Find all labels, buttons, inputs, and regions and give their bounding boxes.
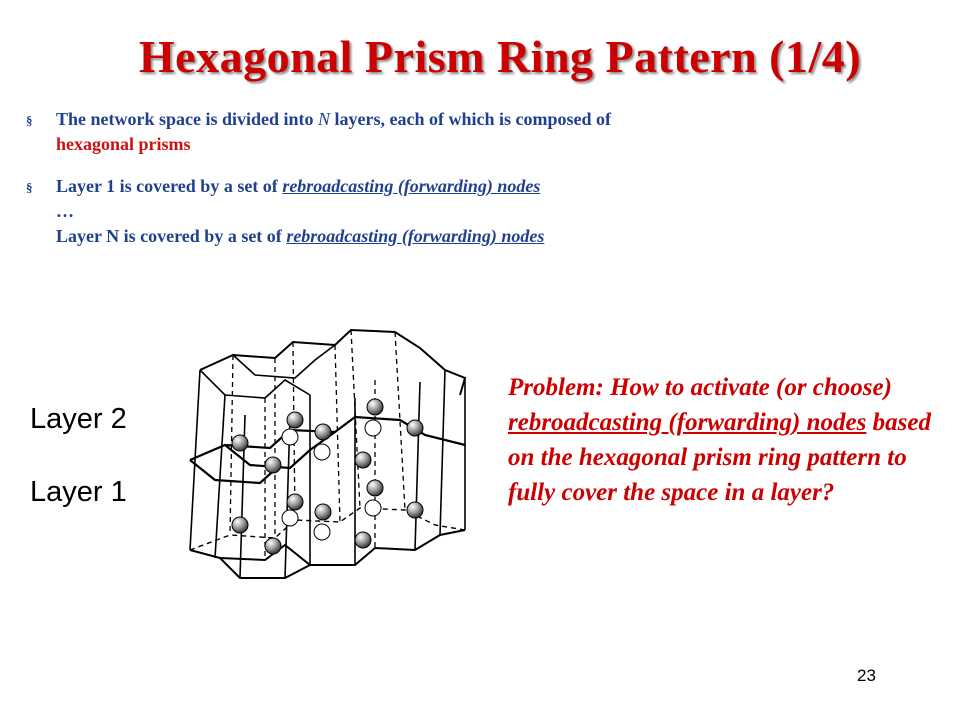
layer1-nodes [231,479,424,555]
bullet1-hexagonal-prisms: hexagonal prisms [56,134,191,154]
layer-boundary-front [189,459,281,485]
page-number: 23 [857,666,876,685]
node-inactive [281,428,299,446]
node-active [231,516,249,534]
layer-boundary-mid [224,431,336,470]
node-active [366,398,384,416]
top-hex-inner [232,344,336,379]
bullet1-text-part1: The network space is divided into [56,109,319,129]
bullet2-ellipsis: … [56,201,74,221]
node-active [286,411,304,429]
problem-link[interactable]: rebroadcasting (forwarding) nodes [508,409,867,436]
node-active [314,423,332,441]
bullet2-line1-link[interactable]: rebroadcasting (forwarding) nodes [282,176,541,196]
bottom-hex-front2 [219,557,311,579]
node-active [406,419,424,437]
node-active [314,503,332,521]
node-active [354,531,372,549]
top-hex-outline [199,328,467,396]
layer2-label: Layer 2 [30,403,127,435]
hexagonal-prism-figure [189,328,467,579]
node-active [264,456,282,474]
node-inactive [313,443,331,461]
node-active [366,479,384,497]
bullet-marker-icon: § [26,113,33,128]
bullet2-line1-prefix: Layer 1 is covered by a set of [56,176,283,196]
node-active [286,493,304,511]
node-active [264,537,282,555]
bullet1-n: N [318,109,331,129]
bullet-list: § The network space is divided into N la… [22,107,922,266]
node-inactive [281,509,299,527]
layer1-label: Layer 1 [30,476,127,508]
layer2-nodes [231,398,424,474]
slide-title: Hexagonal Prism Ring Pattern (1/4) [138,31,862,82]
bullet2-line3-link[interactable]: rebroadcasting (forwarding) nodes [286,226,545,246]
bottom-hex-front [189,529,466,566]
node-inactive [364,499,382,517]
problem-statement: Problem: How to activate (or choose) reb… [508,370,948,510]
node-inactive [364,419,382,437]
node-active [354,451,372,469]
bullet1-text-part2: layers, each of which is composed of [330,109,612,129]
node-active [406,501,424,519]
bottom-hex-back [189,507,466,551]
problem-part2: based on the hexagonal prism ring patter… [508,409,931,506]
bullet-marker-icon: § [26,180,33,195]
bullet-layer-coverage: § Layer 1 is covered by a set of rebroad… [22,174,922,249]
node-inactive [313,523,331,541]
node-active [231,434,249,452]
problem-part1: Problem: How to activate (or choose) [508,374,892,401]
bullet-network-space: § The network space is divided into N la… [22,107,922,157]
bullet2-line3-prefix: Layer N is covered by a set of [56,226,287,246]
